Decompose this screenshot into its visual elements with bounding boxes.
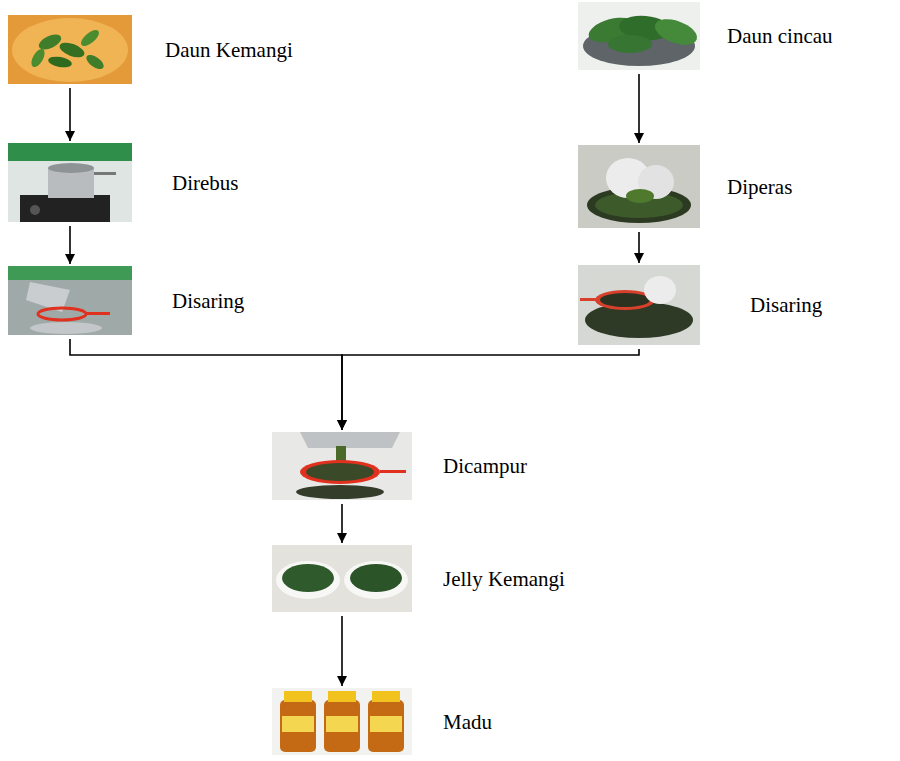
step-label: Madu bbox=[443, 709, 492, 734]
squeezing-photo bbox=[578, 145, 700, 228]
process-step: Disaring bbox=[8, 266, 132, 335]
flow-arrow bbox=[638, 232, 640, 263]
process-step: Madu bbox=[272, 688, 412, 755]
step-label: Daun cincau bbox=[727, 24, 833, 49]
cincau-leaves-photo bbox=[578, 2, 700, 70]
process-step: Disaring bbox=[578, 265, 700, 345]
step-label: Diperas bbox=[727, 174, 792, 199]
process-step: Daun Kemangi bbox=[8, 15, 132, 84]
process-step: Jelly Kemangi bbox=[272, 545, 412, 612]
flow-arrow bbox=[341, 616, 343, 686]
process-step: Diperas bbox=[578, 145, 700, 228]
flow-arrow bbox=[638, 74, 640, 143]
step-label: Direbus bbox=[172, 170, 239, 195]
boiling-photo bbox=[8, 143, 132, 222]
flow-arrow bbox=[342, 349, 639, 430]
step-label: Jelly Kemangi bbox=[443, 566, 565, 591]
mixing-photo bbox=[272, 432, 412, 500]
step-label: Dicampur bbox=[443, 454, 527, 479]
process-step: Dicampur bbox=[272, 432, 412, 500]
honey-photo bbox=[272, 688, 412, 755]
straining-cincau-photo bbox=[578, 265, 700, 345]
process-step: Direbus bbox=[8, 143, 132, 222]
jelly-photo bbox=[272, 545, 412, 612]
flow-arrow bbox=[69, 226, 71, 264]
basil-photo bbox=[8, 15, 132, 84]
flow-arrow bbox=[69, 88, 71, 141]
step-label: Disaring bbox=[750, 293, 822, 318]
step-label: Daun Kemangi bbox=[165, 37, 293, 62]
flow-arrow bbox=[341, 504, 343, 543]
process-step: Daun cincau bbox=[578, 2, 700, 70]
straining-photo bbox=[8, 266, 132, 335]
step-label: Disaring bbox=[172, 288, 244, 313]
flow-arrow bbox=[70, 339, 342, 430]
